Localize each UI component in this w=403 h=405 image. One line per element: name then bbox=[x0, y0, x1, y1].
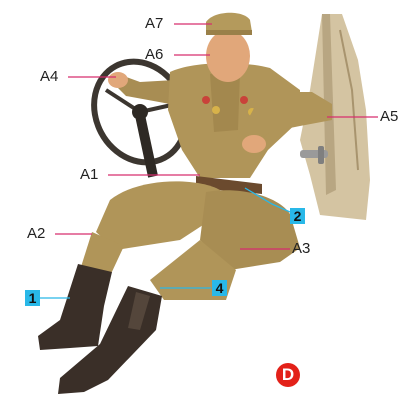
part-box-2: 2 bbox=[290, 208, 305, 224]
part-box-1: 1 bbox=[25, 290, 40, 306]
left-thigh bbox=[96, 181, 226, 250]
right-hand bbox=[242, 135, 266, 153]
leader-line-part-2 bbox=[244, 187, 291, 213]
callout-a4: A4 bbox=[40, 68, 59, 85]
step-badge: D bbox=[276, 363, 300, 387]
left-boot bbox=[38, 264, 112, 350]
right-arm bbox=[236, 92, 332, 150]
left-hand bbox=[108, 72, 128, 88]
callout-a5: A5 bbox=[380, 108, 399, 125]
callout-a7: A7 bbox=[145, 15, 164, 32]
cap bbox=[206, 12, 252, 34]
callout-a6: A6 bbox=[145, 46, 164, 63]
callout-a2: A2 bbox=[27, 225, 46, 242]
head bbox=[206, 30, 250, 82]
callout-a1: A1 bbox=[80, 166, 99, 183]
callout-a3: A3 bbox=[292, 240, 311, 257]
right-thigh bbox=[200, 190, 300, 270]
part-box-4: 4 bbox=[212, 280, 227, 296]
